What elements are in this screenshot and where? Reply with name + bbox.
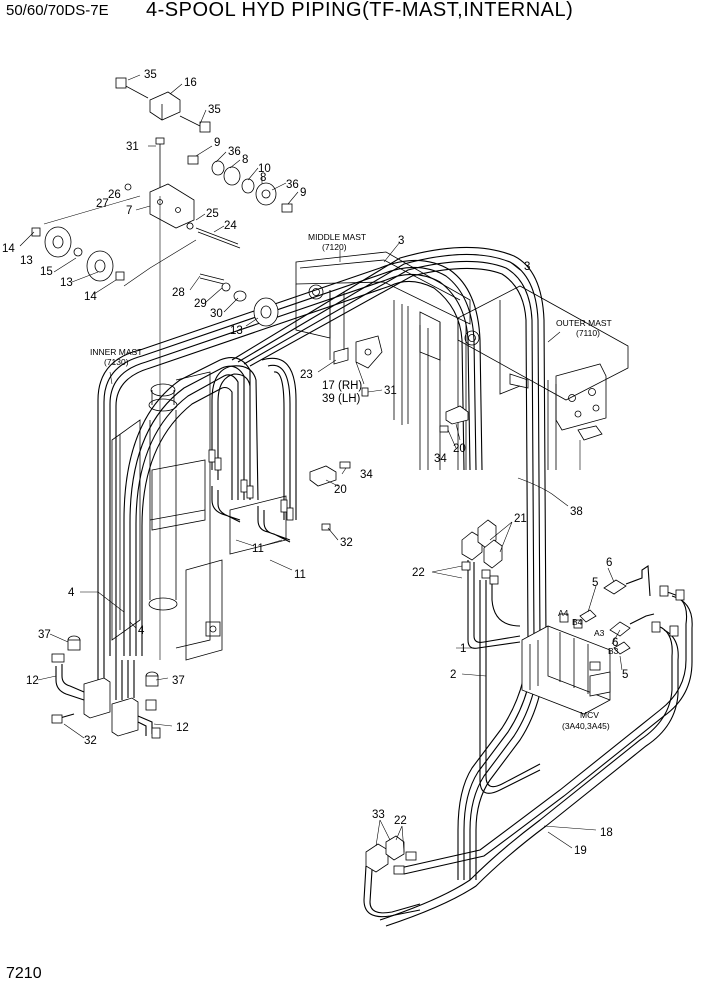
port-b3: B3	[608, 646, 619, 656]
inner-mast-drawing	[111, 371, 287, 661]
mcv-label: MCV	[580, 710, 599, 720]
fittings-33-22-bottom	[363, 835, 421, 918]
misc-hardware	[309, 387, 561, 531]
part-callout: 25	[206, 208, 219, 220]
hose-set-3	[97, 246, 547, 880]
page-number: 7210	[6, 965, 42, 982]
part-callout: 4	[138, 625, 145, 637]
part-callout: 10	[258, 163, 271, 175]
lower-left-blocks-12	[51, 635, 161, 739]
pulley-assembly-drawing	[31, 77, 293, 660]
part-callout: 30	[210, 308, 223, 320]
part-callout: 32	[84, 735, 97, 747]
part-callout: 28	[172, 287, 185, 299]
port-a4: A4	[558, 608, 569, 618]
part-callout: 32	[340, 537, 353, 549]
part-callout: 8	[260, 172, 266, 184]
part-callout: 37	[172, 675, 185, 687]
part-callout: 22	[412, 567, 425, 579]
part-callout: 17 (RH)	[322, 380, 362, 392]
part-callout: 20	[334, 484, 347, 496]
part-callout: 35	[208, 104, 221, 116]
outer-mast-label: OUTER MAST	[556, 318, 612, 328]
mast-labels: MIDDLE MAST (7120) OUTER MAST (7110) INN…	[90, 232, 619, 731]
part-callout: 5	[592, 577, 598, 589]
part-callout: 18	[600, 827, 613, 839]
part-callout: 6	[606, 557, 612, 569]
part-callout: 23	[300, 369, 313, 381]
outer-mast-drawing	[457, 285, 629, 470]
part-callout: 9	[300, 187, 306, 199]
part-callout: 12	[176, 722, 189, 734]
part-callout: 31	[126, 141, 139, 153]
port-a3: A3	[594, 628, 605, 638]
part-callout: 9	[214, 137, 220, 149]
part-callout: 37	[38, 629, 51, 641]
part-callout: 27	[96, 198, 109, 210]
part-callout: 13	[230, 325, 243, 337]
part-callout: 16	[184, 77, 197, 89]
hose-set-4	[123, 357, 297, 656]
part-callout: 6	[612, 637, 618, 649]
part-callout: 1	[460, 643, 466, 655]
part-callout: 20	[453, 443, 466, 455]
part-callout: 3	[398, 235, 404, 247]
part-callout: 4	[68, 587, 75, 599]
mcv-valve-drawing	[379, 560, 693, 927]
part-callout: 31	[384, 385, 397, 397]
part-callout: 2	[450, 669, 456, 681]
middle-mast-drawing	[295, 251, 471, 470]
port-b4: B4	[572, 617, 583, 627]
middle-mast-ref: (7120)	[322, 242, 347, 252]
inner-mast-label: INNER MAST	[90, 347, 142, 357]
part-callout: 33	[372, 809, 385, 821]
part-callout: 3	[524, 261, 530, 273]
middle-mast-label: MIDDLE MAST	[308, 232, 366, 242]
part-callout: 24	[224, 220, 237, 232]
part-callout: 15	[40, 266, 53, 278]
part-callout: 26	[108, 189, 121, 201]
part-callout: 8	[242, 154, 248, 166]
part-callout: 21	[514, 513, 527, 525]
fittings-21-22	[461, 519, 503, 585]
part-callout: 29	[194, 298, 207, 310]
leader-lines	[19, 74, 623, 853]
part-number-callouts: 35 16 35 31 9 36 8 10 8 36 9 26 27 7 25 …	[2, 69, 628, 857]
part-callout: 34	[434, 453, 447, 465]
part-callout: 34	[360, 469, 373, 481]
outer-mast-ref: (7110)	[576, 328, 600, 338]
part-callout: 5	[622, 669, 628, 681]
page-title: 4-SPOOL HYD PIPING(TF-MAST,INTERNAL)	[146, 0, 574, 21]
part-callout: 11	[252, 543, 264, 555]
part-callout: 19	[574, 845, 587, 857]
part-callout: 35	[144, 69, 157, 81]
part-callout: 13	[20, 255, 33, 267]
part-callout: 36	[286, 179, 299, 191]
catalog-model-code: 50/60/70DS-7E	[6, 2, 109, 19]
part-callout: 22	[394, 815, 407, 827]
part-callout: 13	[60, 277, 73, 289]
part-callout: 39 (LH)	[322, 393, 361, 405]
part-callout: 7	[126, 205, 132, 217]
part-callout: 14	[84, 291, 97, 303]
mcv-ref: (3A40,3A45)	[562, 721, 610, 731]
part-callout: 36	[228, 146, 241, 158]
hose-fittings-11	[208, 449, 294, 543]
part-callout: 11	[294, 569, 306, 581]
part-callout: 14	[2, 243, 15, 255]
inner-mast-ref: (7130)	[104, 357, 129, 367]
part-callout: 12	[26, 675, 39, 687]
part-callout: 38	[570, 506, 583, 518]
